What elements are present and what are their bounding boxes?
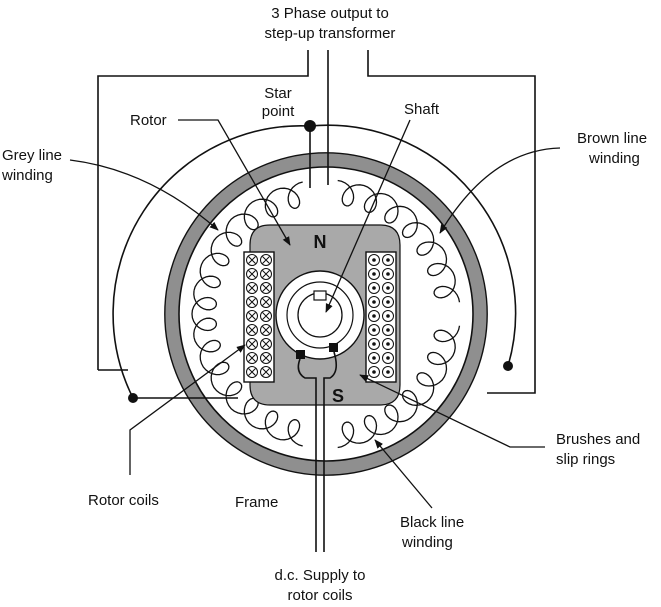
rotor-coil-dot-center [386, 342, 390, 346]
star-point-label-line2: point [262, 103, 295, 120]
rotor-coil-cross-mark [262, 270, 270, 278]
star-point-wiring [112, 120, 517, 403]
rotor-coil-dot-center [372, 286, 376, 290]
rotor-coils-label: Rotor coils [88, 492, 159, 509]
rotor-coil-dot-center [386, 370, 390, 374]
rotor-coil-dot-center [386, 300, 390, 304]
shaft-label: Shaft [404, 101, 440, 118]
black-line-winding-coil [193, 337, 303, 447]
brown-line-winding-coil-lower [337, 325, 461, 449]
junction-dot-right [503, 361, 513, 371]
stator-frame [164, 152, 488, 476]
rotor-coil-cross-mark [248, 340, 256, 348]
stator-windings [191, 179, 461, 449]
rotor-coil-cross-mark [262, 312, 270, 320]
rotor-coil-cross-mark [262, 368, 270, 376]
rotor-coil-cross-mark [262, 256, 270, 264]
star-point-label-line1: Star [264, 85, 292, 102]
rotor-coil-dot-center [386, 314, 390, 318]
rotor-coil-dot-center [372, 314, 376, 318]
rotor-coil-dot-center [372, 342, 376, 346]
dc-supply-label-line1: d.c. Supply to [275, 567, 366, 584]
rotor-coil-cross-mark [248, 326, 256, 334]
rotor-coil-dot-center [372, 328, 376, 332]
rotor-label: Rotor [130, 112, 167, 129]
output-wires [97, 50, 536, 394]
frame-label: Frame [235, 494, 278, 511]
rotor-coil-crosses [246, 254, 272, 378]
grey-line-winding-label-line1: Grey line [2, 147, 62, 164]
slip-ring-inner [286, 281, 354, 349]
brown-line-winding-label-line1: Brown line [577, 130, 647, 147]
dc-supply-leads [297, 351, 338, 552]
rotor-coil-dots [368, 254, 394, 378]
rotor-coil-cross-mark [262, 340, 270, 348]
output-title-line2: step-up transformer [265, 25, 396, 42]
rotor-coil-dot-center [372, 356, 376, 360]
rotor-coil-cross-mark [248, 270, 256, 278]
output-title-line1: 3 Phase output to [271, 5, 389, 22]
grey-line-winding-coil [193, 181, 303, 291]
brushes-label-line1: Brushes and [556, 431, 640, 448]
rotor-coil-dot-center [372, 272, 376, 276]
rotor-coil-dot-center [386, 286, 390, 290]
rotor-coil-dot-center [386, 272, 390, 276]
rotor-coil-dot-center [386, 258, 390, 262]
rotor-coil-cross-mark [248, 354, 256, 362]
black-line-winding-label-line1: Black line [400, 514, 464, 531]
rotor-coil-cross-mark [248, 298, 256, 306]
rotor-coil-cross-mark [262, 298, 270, 306]
rotor-coil-cross-mark [248, 368, 256, 376]
rotor-coil-dot-center [372, 258, 376, 262]
brush-left [296, 350, 305, 359]
shaft-key [313, 290, 327, 301]
pole-north-label: N [314, 232, 327, 252]
rotor-coil-dot-center [386, 328, 390, 332]
rotor-coil-cross-mark [248, 284, 256, 292]
pole-south-label: S [332, 386, 344, 406]
dc-supply-label-line2: rotor coils [287, 587, 352, 604]
rotor [243, 224, 401, 406]
rotor-coil-dot-center [372, 370, 376, 374]
rotor-coil-dot-center [386, 356, 390, 360]
brown-line-winding-coil [337, 179, 461, 303]
rotor-coil-cross-mark [262, 354, 270, 362]
grey-line-winding-label-line2: winding [1, 167, 53, 184]
rotor-coil-cross-mark [262, 326, 270, 334]
brush-right [329, 343, 338, 352]
black-line-winding-label-line2: winding [401, 534, 453, 551]
brown-line-winding-label-line2: winding [588, 150, 640, 167]
grey-line-winding-coil-lower [191, 290, 218, 338]
rotor-coil-cross-mark [248, 312, 256, 320]
rotor-coil-cross-mark [248, 256, 256, 264]
rotor-coil-dot-center [372, 300, 376, 304]
leader-lines [69, 119, 561, 509]
brushes-label-line2: slip rings [556, 451, 615, 468]
rotor-coil-cross-mark [262, 284, 270, 292]
star-point-dot [304, 120, 316, 132]
